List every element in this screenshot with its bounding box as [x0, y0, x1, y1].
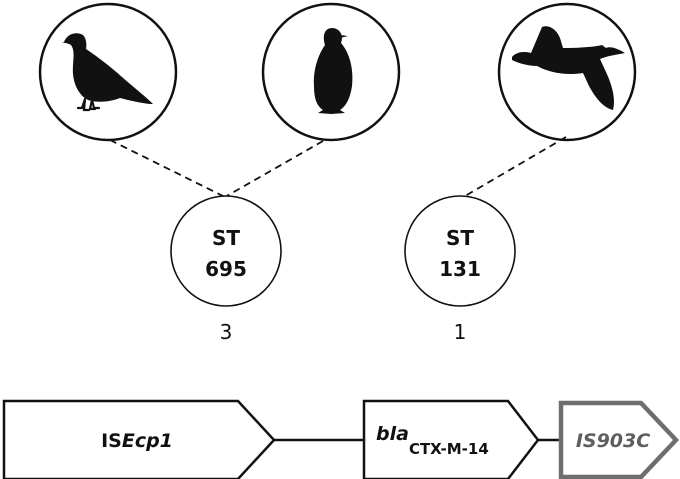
st-label-line2: 131	[439, 257, 481, 281]
connectors	[109, 136, 567, 200]
st-node-695: ST 695 3	[170, 195, 282, 344]
st-label-line2: 695	[205, 257, 247, 281]
st-count: 1	[454, 320, 467, 344]
gene-label-is903c: IS903C	[576, 430, 650, 452]
st-node-131: ST 131 1	[404, 195, 516, 344]
host-albatross	[497, 2, 637, 142]
gene-label-isecp1: ISEcp1	[101, 430, 173, 452]
st-circle	[404, 195, 516, 307]
gene-arrow-bla	[362, 399, 540, 479]
penguin-icon	[313, 28, 353, 114]
host-penguin	[261, 2, 401, 142]
gene-arrow-is903c	[558, 400, 680, 479]
st-circle	[170, 195, 282, 307]
albatross-icon	[512, 26, 625, 110]
host-pigeon	[38, 2, 178, 142]
gene-arrow-isecp1	[2, 399, 276, 479]
genetic-context: ISEcp1 blaCTX-M-14 IS903C	[2, 399, 680, 479]
gene-label-bla: blaCTX-M-14	[376, 423, 489, 458]
pigeon-icon	[62, 33, 153, 112]
connector-penguin-st695	[224, 140, 324, 198]
connector-albatross-st131	[459, 136, 567, 200]
connector-pigeon-st695	[109, 139, 226, 198]
st-count: 3	[220, 320, 233, 344]
st-label-line1: ST	[212, 226, 240, 250]
st-label-line1: ST	[446, 226, 474, 250]
